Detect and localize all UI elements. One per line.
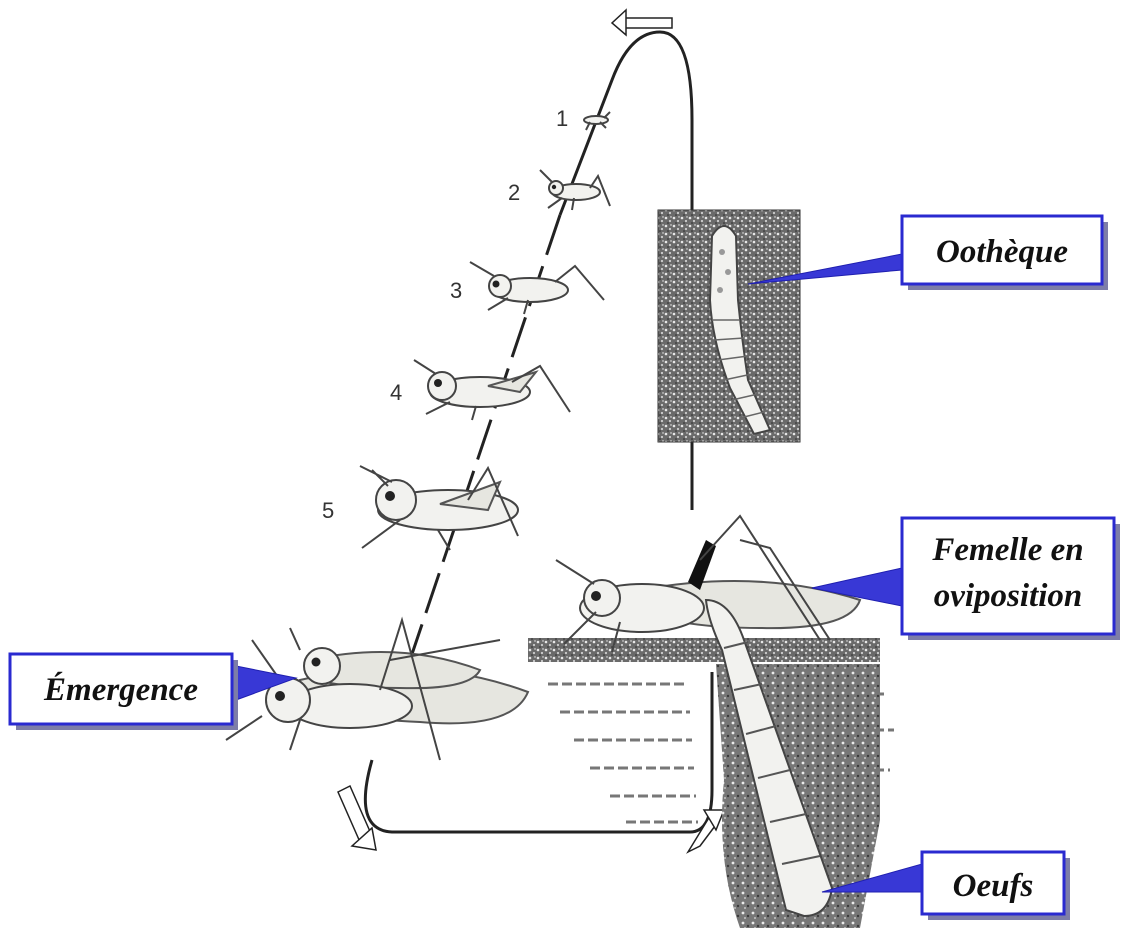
callout-ootheque: Oothèque xyxy=(748,216,1108,290)
hopper-instar-1-icon xyxy=(584,112,610,130)
ootheque-panel xyxy=(658,210,800,442)
callout-femelle: Femelle en oviposition xyxy=(812,518,1120,640)
callout-femelle-line1: Femelle en xyxy=(931,532,1083,568)
hopper-instar-3-icon xyxy=(470,262,604,314)
instar-label-5: 5 xyxy=(322,498,334,523)
callout-ootheque-label: Oothèque xyxy=(936,234,1068,270)
instar-label-4: 4 xyxy=(390,380,402,405)
soil-surface xyxy=(528,638,880,662)
callout-emergence: Émergence xyxy=(10,654,296,730)
hopper-instar-5-icon xyxy=(360,466,518,550)
emerging-adult-locust-icon xyxy=(226,620,528,760)
instar-label-1: 1 xyxy=(556,106,568,131)
instar-label-3: 3 xyxy=(450,278,462,303)
callout-oeufs-label: Oeufs xyxy=(953,868,1034,904)
instar-label-2: 2 xyxy=(508,180,520,205)
callout-femelle-line2: oviposition xyxy=(934,578,1083,614)
hopper-instar-4-icon xyxy=(414,360,570,420)
callout-emergence-label: Émergence xyxy=(43,671,198,708)
